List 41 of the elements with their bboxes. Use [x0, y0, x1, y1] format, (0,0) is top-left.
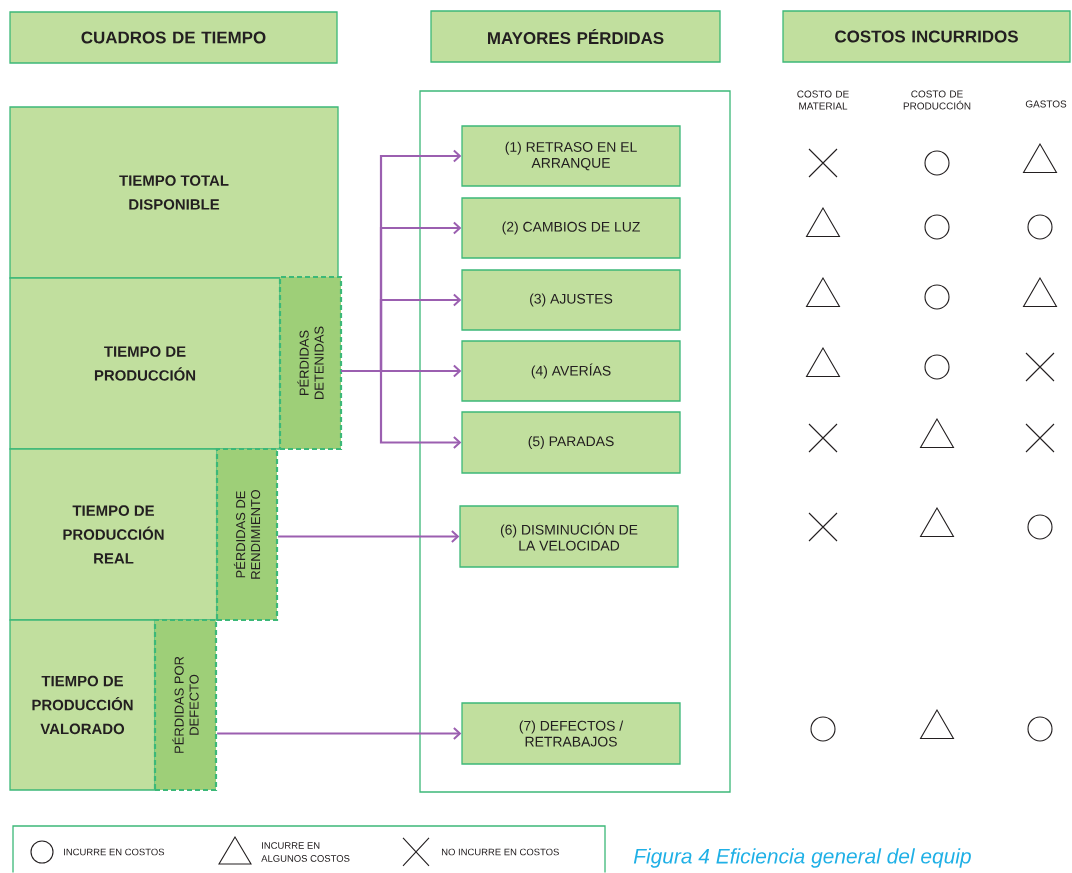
column-header: COSTO DE PRODUCCIÓN	[903, 90, 971, 110]
cross-symbol	[1025, 423, 1055, 453]
legend-text: NO INCURRE EN COSTOS	[442, 848, 559, 856]
legend-text: INCURRE EN ALGUNOS COSTOS	[261, 842, 350, 862]
legend-text: INCURRE EN COSTOS	[64, 848, 165, 856]
circle-symbol	[810, 716, 836, 742]
container-box	[419, 90, 731, 793]
cross-symbol	[808, 512, 838, 542]
section-header: COSTOS INCURRIDOS	[782, 10, 1071, 63]
circle-symbol	[1027, 716, 1053, 742]
loss-box: (7) DEFECTOS / RETRABAJOS	[461, 702, 681, 765]
circle-symbol	[924, 214, 950, 240]
loss-box: (6) DISMINUCIÓN DE LA VELOCIDAD	[459, 505, 679, 568]
circle-symbol	[1027, 214, 1053, 240]
loss-box: (5) PARADAS	[461, 411, 681, 474]
loss-box: (2) CAMBIOS DE LUZ	[461, 197, 681, 259]
cross-symbol	[808, 148, 838, 178]
section-header: MAYORES PÉRDIDAS	[430, 10, 721, 63]
column-header: COSTO DE MATERIAL	[797, 90, 849, 110]
column-header: GASTOS	[1025, 100, 1067, 108]
circle-symbol	[924, 150, 950, 176]
loss-box: (4) AVERÍAS	[461, 340, 681, 402]
arrow	[278, 530, 460, 543]
time-block: TIEMPO DE PRODUCCIÓN	[9, 277, 281, 450]
cross-symbol	[1025, 352, 1055, 382]
arrow	[217, 727, 462, 740]
loss-box: (1) RETRASO EN EL ARRANQUE	[461, 125, 681, 187]
circle-symbol	[924, 284, 950, 310]
circle-symbol	[1027, 514, 1053, 540]
time-block: TIEMPO DE PRODUCCIÓN REAL	[9, 448, 218, 621]
loss-block: PÉRDIDAS DETENIDAS	[278, 275, 343, 451]
arrow	[341, 369, 462, 449]
loss-block: PÉRDIDAS DE RENDIMIENTO	[215, 447, 279, 622]
section-header: CUADROS DE TIEMPO	[9, 11, 338, 64]
loss-box: (3) AJUSTES	[461, 269, 681, 331]
time-block: TIEMPO TOTAL DISPONIBLE	[9, 106, 339, 279]
cross-symbol	[808, 423, 838, 453]
figure-caption: Figura 4 Eficiencia general del equip	[633, 848, 971, 868]
time-block: TIEMPO DE PRODUCCIÓN VALORADO	[9, 619, 156, 791]
circle-symbol	[924, 354, 950, 380]
loss-block: PÉRDIDAS POR DEFECTO	[153, 618, 218, 792]
